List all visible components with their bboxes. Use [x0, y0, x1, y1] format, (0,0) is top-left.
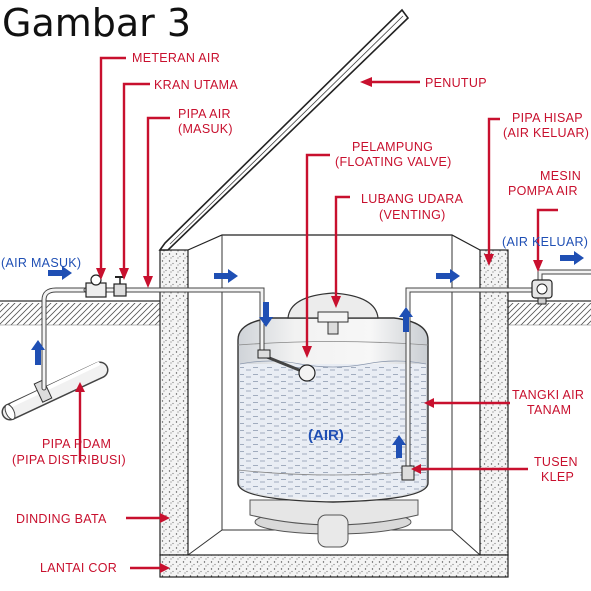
label-pipa-hisap: PIPA HISAP: [512, 111, 583, 125]
label-pipa-air: PIPA AIR: [178, 107, 231, 121]
label-kran-utama: KRAN UTAMA: [154, 78, 238, 92]
label-lubang-udara-sub: (VENTING): [379, 208, 446, 222]
label-mesin: MESIN: [540, 169, 581, 183]
water-pump: [531, 279, 553, 305]
tank-lid: [158, 8, 410, 251]
pipe-network: [1, 269, 591, 473]
arrow-right-icon: [214, 269, 238, 283]
label-arrowheads: [75, 77, 543, 573]
label-air-keluar: (AIR KELUAR): [502, 235, 588, 249]
label-air-masuk: (AIR MASUK): [1, 256, 81, 270]
label-pompa-air: POMPA AIR: [508, 184, 578, 198]
label-tanam: TANAM: [527, 403, 571, 417]
arrow-right-icon: [560, 251, 584, 265]
arrow-up-icon: [392, 435, 406, 458]
ground: [0, 300, 591, 326]
water-tank: [237, 292, 429, 548]
arrow-right-icon: [48, 266, 72, 280]
label-leaders: [78, 56, 558, 570]
label-pelampung-sub: (FLOATING VALVE): [335, 155, 452, 169]
water-meter: [85, 274, 107, 298]
float-valve: [257, 349, 316, 382]
label-tangki-air: TANGKI AIR: [512, 388, 584, 402]
arrow-up-icon: [31, 340, 45, 365]
label-penutup: PENUTUP: [425, 76, 487, 90]
label-lubang-udara: LUBANG UDARA: [361, 192, 464, 206]
label-pipa-hisap-sub: (AIR KELUAR): [503, 126, 589, 140]
label-meteran-air: METERAN AIR: [132, 51, 220, 65]
label-dinding-bata: DINDING BATA: [16, 512, 107, 526]
label-tusen: TUSEN: [534, 455, 578, 469]
diagram-title: Gambar 3: [2, 1, 191, 45]
flow-arrows: [31, 251, 584, 458]
water-body: [240, 364, 426, 500]
arrow-up-icon: [399, 307, 413, 332]
label-pelampung: PELAMPUNG: [352, 140, 433, 154]
label-pipa-distribusi: (PIPA DISTRIBUSI): [12, 453, 126, 467]
label-pipa-pdam: PIPA PDAM: [42, 437, 111, 451]
arrow-right-icon: [436, 269, 460, 283]
foot-valve: [401, 465, 415, 481]
label-lantai-cor: LANTAI COR: [40, 561, 117, 575]
label-pipa-air-sub: (MASUK): [178, 122, 233, 136]
arrow-down-icon: [259, 302, 273, 327]
label-air: (AIR): [308, 427, 344, 444]
label-klep: KLEP: [541, 470, 574, 484]
main-valve: [113, 276, 127, 297]
concrete-floor: [159, 554, 509, 578]
